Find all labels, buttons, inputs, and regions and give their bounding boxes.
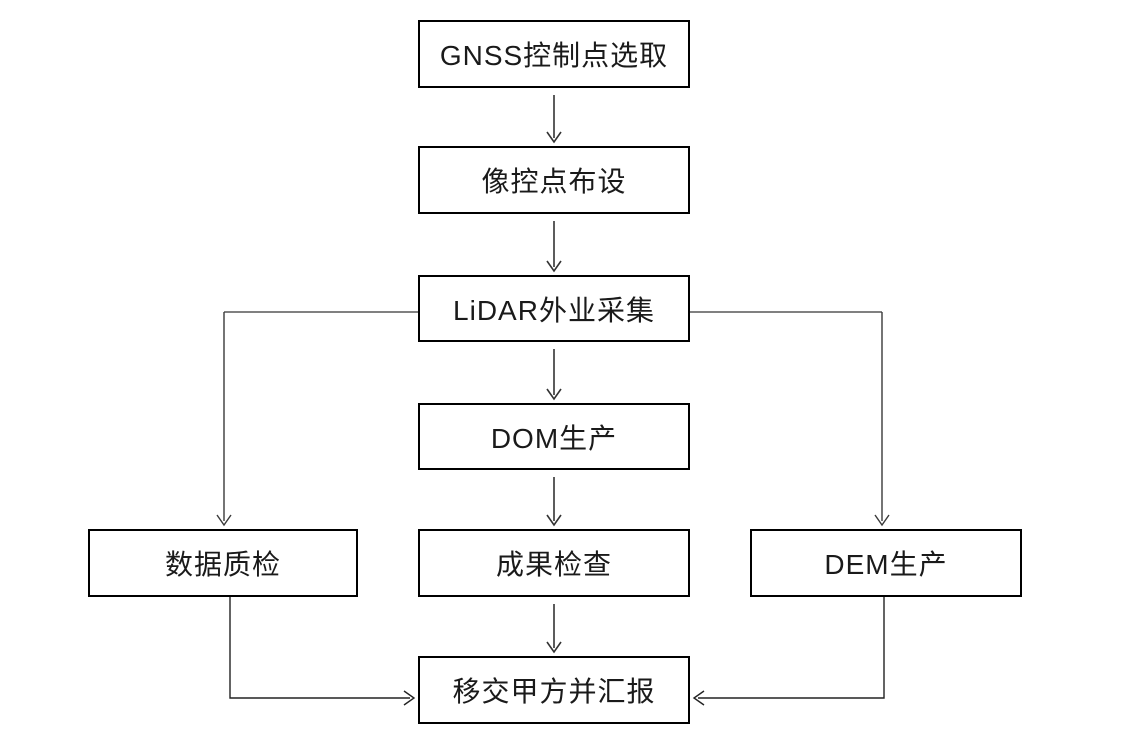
node-result-inspection: 成果检查 <box>418 529 690 597</box>
node-label-image-control: 像控点布设 <box>481 166 627 197</box>
node-lidar-field-collection: LiDAR外业采集 <box>418 275 690 342</box>
node-label-data-qc: 数据质检 <box>164 549 281 580</box>
edge-data-qc-to-handover <box>229 597 416 706</box>
node-image-control-point-layout: 像控点布设 <box>418 146 690 214</box>
node-dem-production: DEM生产 <box>750 529 1022 597</box>
node-data-quality-check: 数据质检 <box>88 529 358 597</box>
edge-result-check-to-handover <box>546 604 562 654</box>
node-label-dom: DOM生产 <box>490 422 618 454</box>
node-label-dem: DEM生产 <box>824 549 948 580</box>
node-gnss-control-point-selection: GNSS控制点选取 <box>418 20 690 88</box>
node-label-result-check: 成果检查 <box>495 549 612 580</box>
node-dom-production: DOM生产 <box>418 403 690 470</box>
edge-lidar-to-dem <box>690 311 890 527</box>
node-label-handover: 移交甲方并汇报 <box>452 676 656 707</box>
node-label-lidar: LiDAR外业采集 <box>453 294 655 326</box>
edge-lidar-to-dom <box>546 349 562 401</box>
edge-dom-to-result-check <box>546 477 562 527</box>
node-handover-and-report: 移交甲方并汇报 <box>418 656 690 724</box>
edge-gnss-to-image-control <box>546 95 562 144</box>
edge-lidar-to-data-qc <box>216 311 418 527</box>
edge-image-control-to-lidar <box>546 221 562 273</box>
node-label-gnss: GNSS控制点选取 <box>439 40 669 71</box>
edge-dem-to-handover <box>692 597 885 706</box>
